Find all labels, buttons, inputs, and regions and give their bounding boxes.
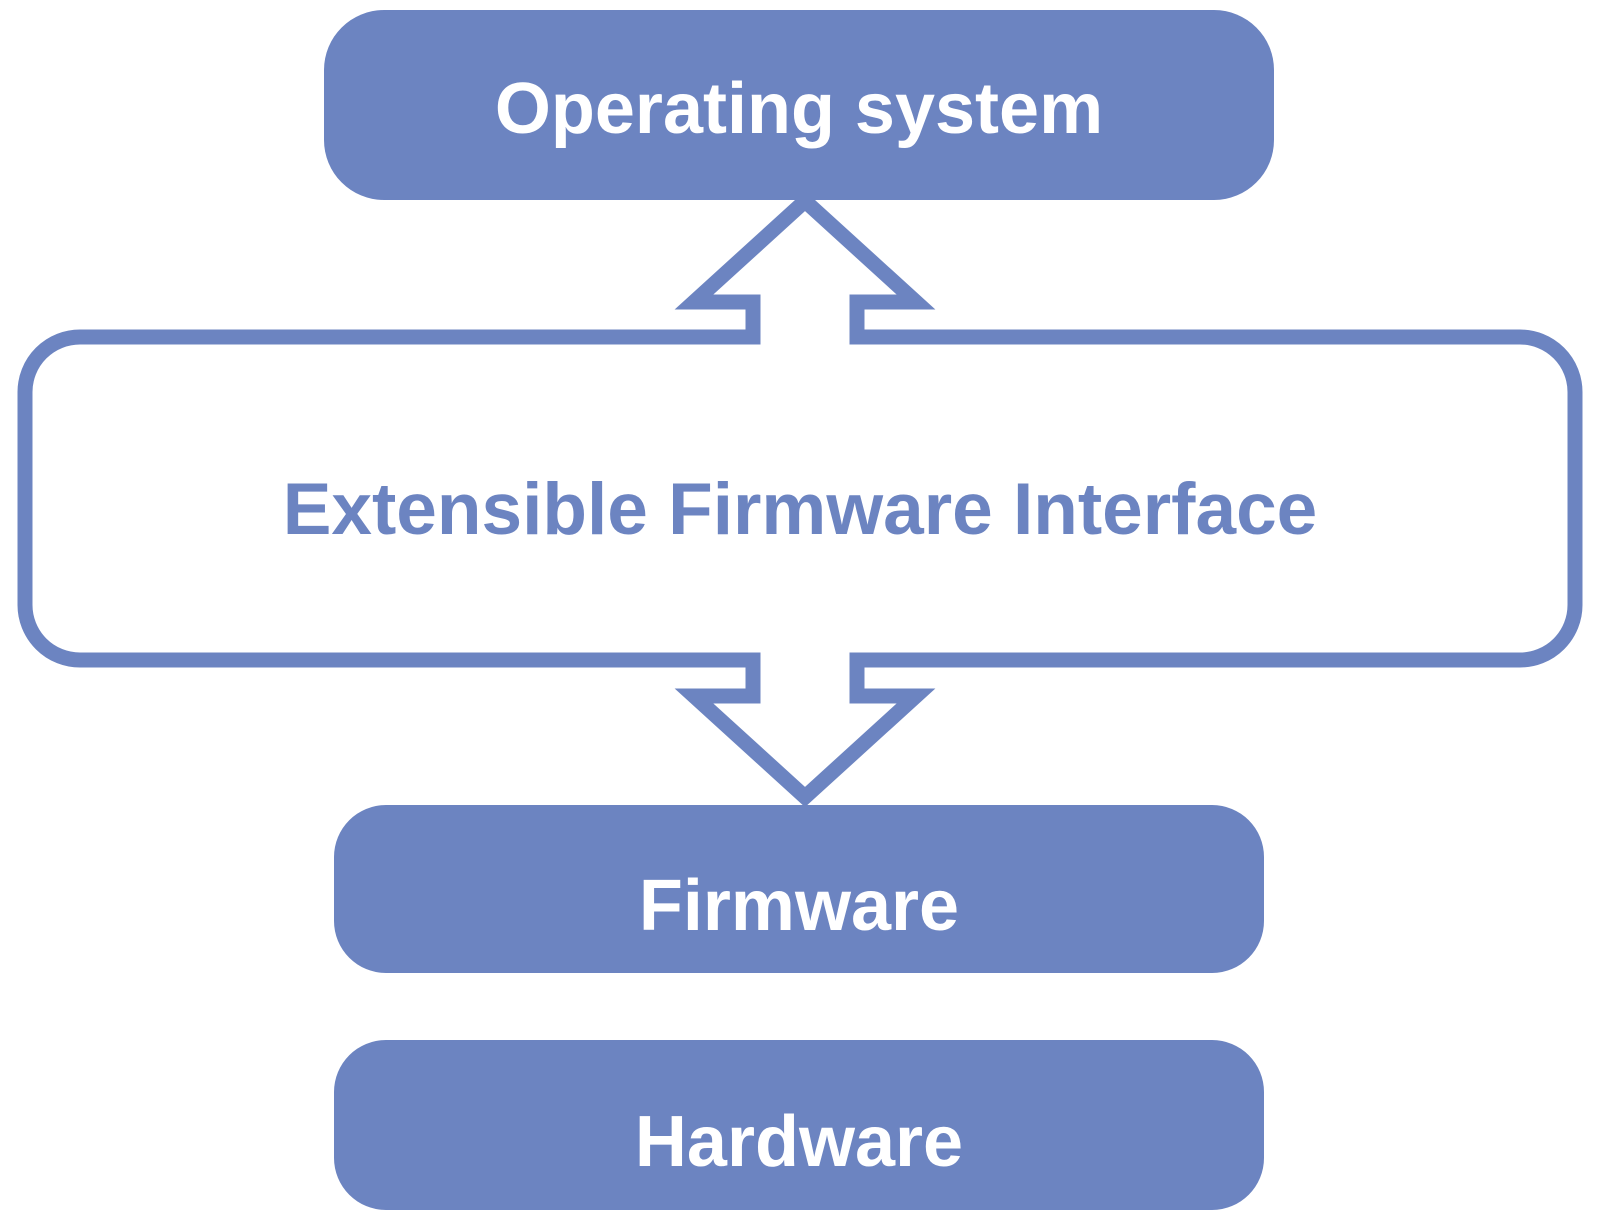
hardware-label: Hardware (635, 1102, 963, 1182)
efi-box-with-arrows (17, 190, 1583, 808)
efi-label: Extensible Firmware Interface (283, 469, 1318, 550)
operating-system-label: Operating system (495, 69, 1103, 149)
firmware-box: Firmware (334, 805, 1264, 973)
hardware-box: Hardware (334, 1040, 1264, 1210)
operating-system-box: Operating system (324, 10, 1274, 200)
firmware-label: Firmware (639, 866, 959, 946)
